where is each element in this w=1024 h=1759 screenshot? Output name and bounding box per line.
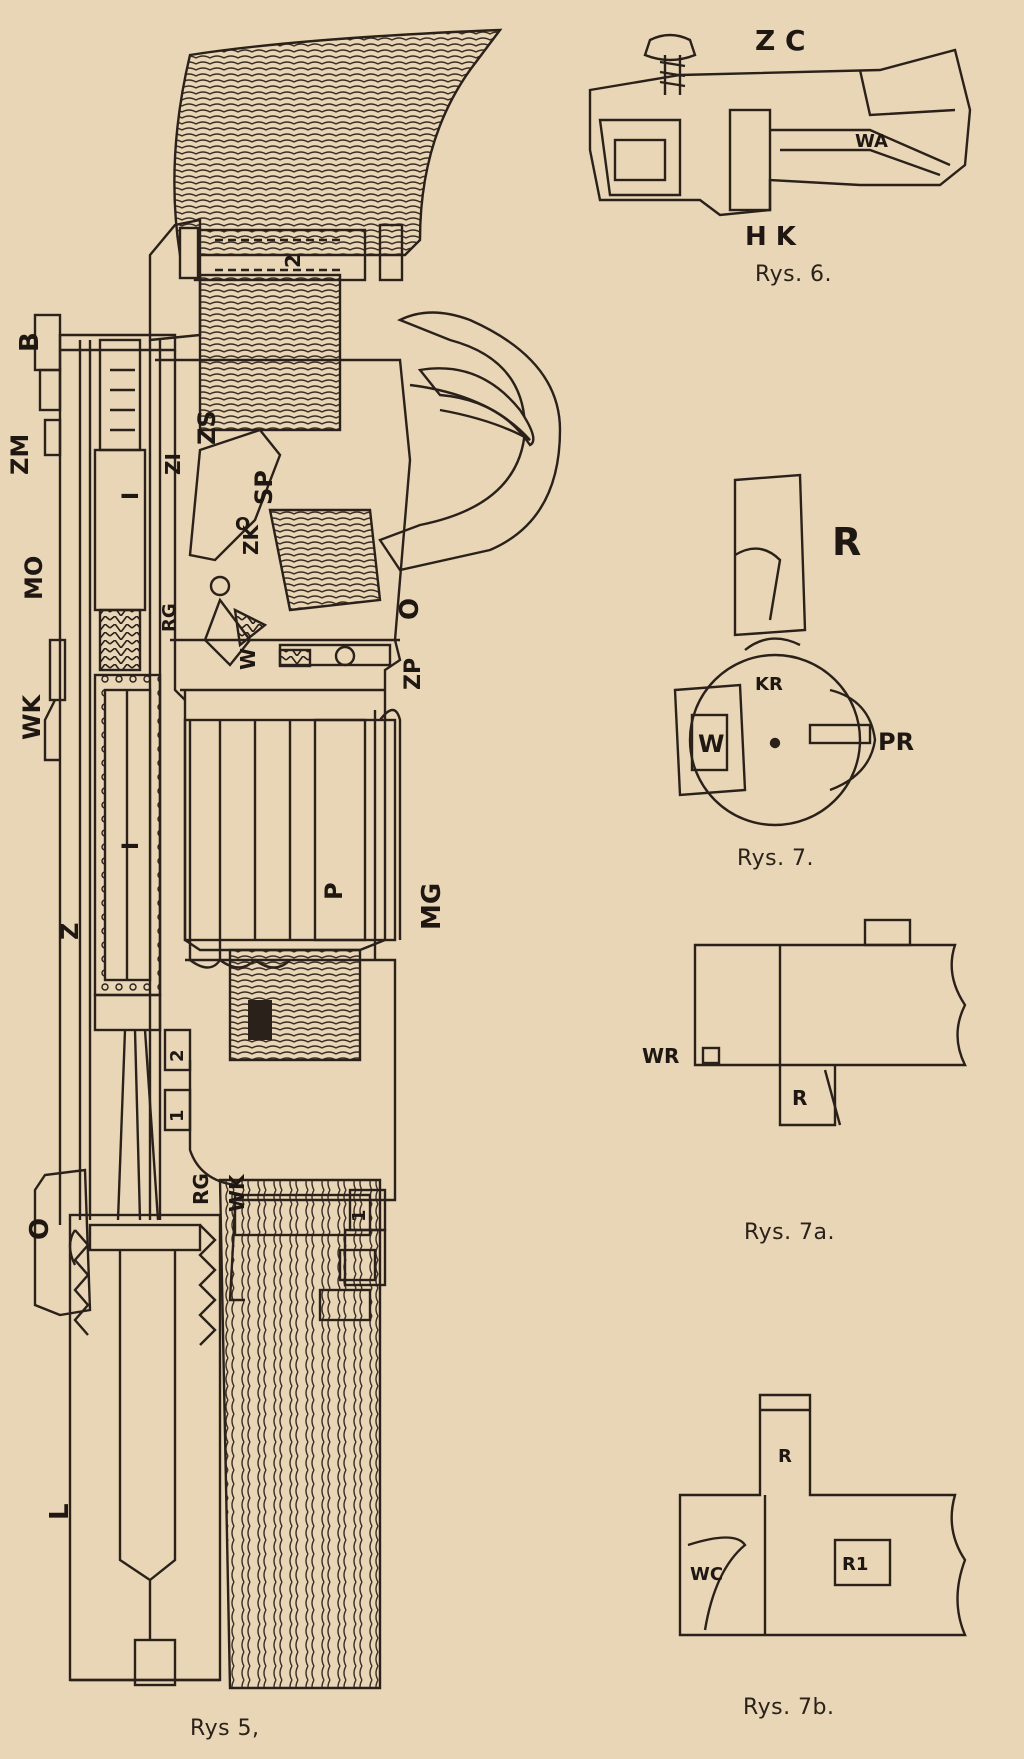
label-WR: WR xyxy=(642,1044,679,1068)
caption-fig7: Rys. 7. xyxy=(737,846,815,871)
fig7-labels: R KR W PR xyxy=(698,520,914,758)
fig7b-drawing xyxy=(678,1393,967,1637)
fig7a-labels: WR R xyxy=(642,1044,807,1110)
label-R7b: R xyxy=(778,1446,792,1467)
label-num2: 2 xyxy=(167,1049,188,1062)
label-part2-top: 2 xyxy=(281,254,305,268)
label-R: R xyxy=(832,520,861,564)
label-WK-low: WK xyxy=(225,1173,249,1212)
label-MO: MO xyxy=(20,556,48,600)
label-ZS: ZS xyxy=(193,410,221,445)
fig7a-drawing xyxy=(693,918,967,1127)
label-ZP: ZP xyxy=(401,658,426,690)
label-O-mid: O xyxy=(235,514,250,535)
caption-fig6: Rys. 6. xyxy=(755,262,833,287)
label-W7: W xyxy=(698,730,724,758)
caption-fig7b: Rys. 7b. xyxy=(743,1695,835,1720)
label-num1: 1 xyxy=(167,1109,188,1122)
caption-fig7a: Rys. 7a. xyxy=(744,1220,836,1245)
label-B: B xyxy=(15,332,45,352)
label-ZC: Z C xyxy=(755,24,806,57)
label-O-side: O xyxy=(25,1218,55,1240)
label-ZK: ZK xyxy=(239,523,263,555)
label-PR: PR xyxy=(878,728,914,756)
label-WC: WC xyxy=(690,1564,723,1585)
label-ZI: ZI xyxy=(161,453,185,475)
label-MG: MG xyxy=(417,883,447,930)
label-num1b: 1 xyxy=(349,1209,370,1222)
label-R1: R1 xyxy=(842,1554,868,1575)
label-Z: Z xyxy=(56,923,84,940)
label-HK: H K xyxy=(745,222,797,252)
fig5-drawing xyxy=(33,28,562,1690)
label-WA: WA xyxy=(855,131,888,152)
label-I-top: I xyxy=(119,492,144,500)
label-RG-top: RG xyxy=(159,603,180,632)
label-ZM: ZM xyxy=(6,434,34,475)
fig7b-labels: R R1 WC xyxy=(690,1446,868,1585)
label-W: W xyxy=(236,648,260,670)
caption-fig5: Rys 5, xyxy=(190,1716,260,1741)
label-O-right: O xyxy=(395,598,425,620)
fig5-labels: B ZM MO WK Z O L I I ZS ZI SP ZK O W RG … xyxy=(6,254,447,1520)
label-P: P xyxy=(320,882,348,900)
label-I-mid: I xyxy=(119,842,144,850)
label-L: L xyxy=(45,1503,75,1520)
label-WK-side: WK xyxy=(18,694,46,740)
label-SP: SP xyxy=(250,470,278,505)
label-KR: KR xyxy=(755,674,783,695)
label-R7a: R xyxy=(792,1086,807,1110)
fig6-drawing xyxy=(588,33,972,217)
label-RG-low: RG xyxy=(189,1173,213,1205)
fig7-drawing xyxy=(673,473,877,827)
fig6-labels: Z C WA H K xyxy=(745,24,888,252)
